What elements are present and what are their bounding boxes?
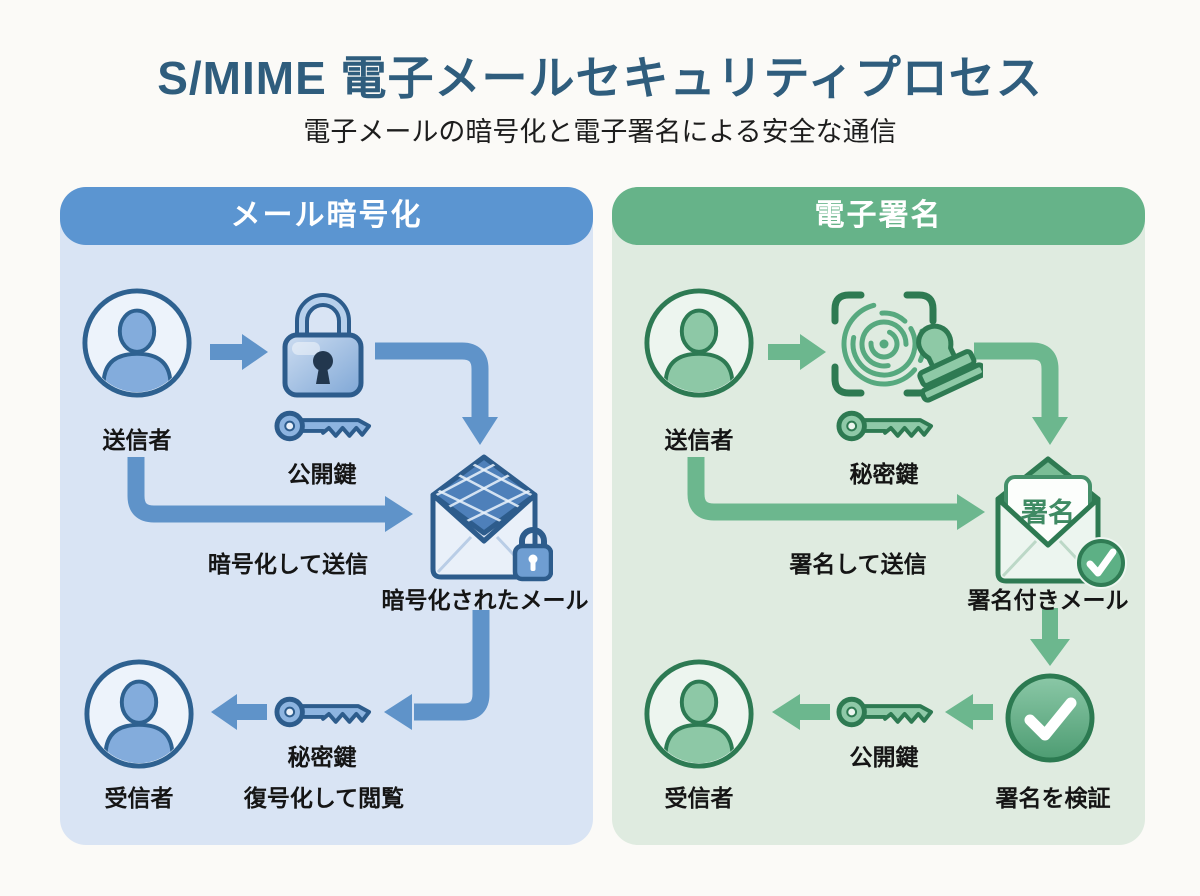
public-key-label: 公開鍵 xyxy=(849,744,919,770)
arrow-left-icon xyxy=(211,694,267,730)
signature-panel: 電子署名 xyxy=(612,187,1145,845)
elbow-arrow-sender-to-mail xyxy=(687,457,959,521)
receiver-label: 受信者 xyxy=(104,785,174,811)
stamp-icon xyxy=(916,323,983,403)
sender-avatar-icon xyxy=(644,288,754,398)
verify-label: 署名を検証 xyxy=(995,785,1111,811)
encryption-panel-header: メール暗号化 xyxy=(60,187,593,245)
arrow-right-icon xyxy=(210,334,268,370)
receiver-label: 受信者 xyxy=(664,785,734,811)
arrowhead-down-icon xyxy=(1032,417,1068,445)
elbow-arrow-lock-to-mail xyxy=(375,342,489,419)
public-key-icon xyxy=(836,696,934,728)
send-action-label: 署名して送信 xyxy=(789,551,927,577)
private-key-icon xyxy=(836,410,934,442)
private-key-label: 秘密鍵 xyxy=(849,461,919,487)
arrow-right-icon xyxy=(768,334,826,370)
down-arrowhead-icon xyxy=(1030,639,1070,666)
sender-avatar-icon xyxy=(82,288,192,398)
receiver-avatar-icon xyxy=(84,659,194,769)
receive-action-label: 復号化して閲覧 xyxy=(243,785,405,811)
signature-panel-header: 電子署名 xyxy=(612,187,1145,245)
private-key-icon xyxy=(274,696,372,728)
arrow-left-icon xyxy=(945,694,993,730)
arrowhead-right-icon xyxy=(385,496,413,532)
encrypted-envelope-icon xyxy=(430,454,553,582)
arrow-left-icon xyxy=(772,694,830,730)
signature-arrows xyxy=(687,334,1070,730)
public-key-label: 公開鍵 xyxy=(287,461,357,487)
padlock-icon xyxy=(282,293,364,398)
signed-mail-label: 署名付きメール xyxy=(967,587,1129,613)
page-subtitle: 電子メールの暗号化と電子署名による安全な通信 xyxy=(303,117,897,147)
sender-label: 送信者 xyxy=(102,427,172,453)
page-title: S/MIME 電子メールセキュリティプロセス xyxy=(157,52,1043,104)
arrowhead-down-icon xyxy=(462,417,498,445)
fingerprint-stamp-icon xyxy=(831,291,983,403)
encryption-panel: メール暗号化 xyxy=(60,187,593,845)
send-action-label: 暗号化して送信 xyxy=(207,551,369,577)
encrypted-mail-label: 暗号化されたメール xyxy=(381,587,589,613)
elbow-arrow-sign-to-mail xyxy=(974,342,1059,419)
signed-envelope-icon: 署名 xyxy=(995,456,1127,589)
encryption-arrows xyxy=(127,334,498,730)
down-arrow-icon xyxy=(1042,608,1058,639)
sender-label: 送信者 xyxy=(664,427,734,453)
arrowhead-right-icon xyxy=(957,494,985,530)
elbow-arrow-sender-to-mail xyxy=(127,457,387,523)
signature-badge: 署名 xyxy=(1021,497,1075,528)
public-key-icon xyxy=(274,410,372,442)
check-circle-icon xyxy=(1005,673,1095,763)
elbow-arrow-mail-to-key xyxy=(414,610,490,721)
private-key-label: 秘密鍵 xyxy=(287,744,357,770)
arrowhead-left-icon xyxy=(384,694,412,730)
receiver-avatar-icon xyxy=(644,659,754,769)
